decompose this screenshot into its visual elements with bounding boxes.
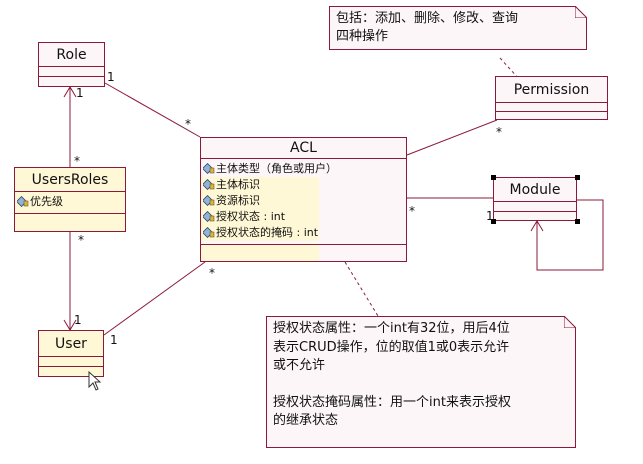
attribute-row: 授权状态的掩码 : int bbox=[201, 225, 319, 241]
arrowhead-role bbox=[63, 86, 77, 98]
multiplicity-label: 1 bbox=[76, 86, 84, 100]
assoc-acl-permission bbox=[406, 119, 498, 156]
note-line: 的继承状态 bbox=[273, 413, 339, 428]
attribute-icon bbox=[203, 179, 215, 190]
note-line: 包括：添加、删除、修改、查询 bbox=[336, 11, 519, 26]
class-permission[interactable]: Permission bbox=[495, 76, 608, 120]
note-link-acl bbox=[344, 261, 379, 317]
attribute-text: 主体标识 bbox=[216, 178, 260, 191]
selection-handle[interactable] bbox=[575, 219, 580, 224]
class-role-attributes bbox=[39, 67, 104, 77]
attribute-row: 优先级 bbox=[15, 194, 125, 210]
attribute-row: 授权状态 : int bbox=[201, 209, 319, 225]
class-role-name: Role bbox=[39, 43, 104, 67]
multiplicity-label: * bbox=[209, 266, 215, 280]
class-user[interactable]: User bbox=[38, 330, 104, 377]
assoc-role-acl bbox=[104, 82, 201, 138]
multiplicity-label: * bbox=[409, 204, 415, 218]
multiplicity-label: * bbox=[78, 233, 84, 247]
note-permission[interactable]: 包括：添加、删除、修改、查询 四种操作 bbox=[329, 5, 588, 50]
class-module-attributes bbox=[494, 202, 576, 212]
assoc-module-self bbox=[536, 199, 604, 271]
class-usersroles-operations bbox=[15, 214, 125, 231]
multiplicity-label: 1 bbox=[107, 70, 115, 84]
class-permission-attributes bbox=[496, 103, 607, 112]
class-role-operations bbox=[39, 77, 104, 86]
note-fold bbox=[574, 5, 588, 19]
note-acl[interactable]: 授权状态属性：一个int有32位，用后4位 表示CRUD操作，位的取值1或0表示… bbox=[266, 315, 577, 448]
class-permission-name: Permission bbox=[496, 77, 607, 103]
mouse-cursor-icon bbox=[88, 371, 102, 391]
note-line bbox=[273, 376, 569, 394]
class-module-operations bbox=[494, 212, 576, 220]
multiplicity-label: * bbox=[74, 154, 80, 168]
class-module-name: Module bbox=[494, 178, 576, 202]
note-line: 四种操作 bbox=[336, 29, 389, 44]
multiplicity-label: * bbox=[496, 125, 502, 139]
multiplicity-label: * bbox=[185, 117, 191, 131]
class-acl-name: ACL bbox=[201, 138, 406, 159]
selection-handle[interactable] bbox=[575, 175, 580, 180]
note-line: 授权状态属性：一个int有32位，用后4位 bbox=[273, 321, 510, 336]
attribute-row: 资源标识 bbox=[201, 193, 319, 209]
attribute-icon bbox=[203, 195, 215, 206]
class-module[interactable]: Module bbox=[493, 177, 577, 221]
note-fold bbox=[563, 315, 577, 329]
class-role[interactable]: Role bbox=[38, 42, 105, 87]
attribute-text: 资源标识 bbox=[216, 194, 260, 207]
attribute-icon bbox=[203, 211, 215, 222]
attribute-text: 优先级 bbox=[30, 195, 63, 208]
class-acl-operations bbox=[201, 245, 319, 261]
attribute-row: 主体类型（角色或用户） bbox=[201, 161, 406, 177]
class-acl-attributes: 主体类型（角色或用户） 主体标识 资源标识 授权状态 : int 授权状态的掩码… bbox=[201, 159, 406, 245]
class-usersroles-attributes: 优先级 bbox=[15, 192, 125, 214]
selection-handle[interactable] bbox=[491, 219, 496, 224]
attribute-icon bbox=[203, 163, 215, 174]
multiplicity-label: 1 bbox=[74, 313, 82, 327]
arrowhead-module bbox=[530, 220, 544, 232]
note-line: 表示CRUD操作，位的取值1或0表示允许 bbox=[273, 339, 510, 355]
attribute-text: 主体类型（角色或用户） bbox=[216, 162, 337, 175]
selection-handle[interactable] bbox=[491, 175, 496, 180]
attribute-icon bbox=[203, 227, 215, 238]
note-line: 或不允许 bbox=[273, 358, 326, 373]
attribute-icon bbox=[17, 196, 29, 207]
attribute-text: 授权状态 : int bbox=[216, 210, 286, 223]
attribute-row: 主体标识 bbox=[201, 177, 319, 193]
attribute-text: 授权状态的掩码 : int bbox=[216, 226, 319, 239]
class-permission-operations bbox=[496, 112, 607, 119]
class-user-attributes bbox=[39, 357, 103, 367]
class-user-name: User bbox=[39, 331, 103, 357]
multiplicity-label: 1 bbox=[110, 333, 118, 347]
class-usersroles[interactable]: UsersRoles 优先级 bbox=[14, 167, 126, 232]
class-usersroles-name: UsersRoles bbox=[15, 168, 125, 192]
assoc-user-acl bbox=[103, 261, 206, 336]
multiplicity-label: 1 bbox=[486, 209, 494, 223]
class-acl[interactable]: ACL 主体类型（角色或用户） 主体标识 资源标识 授权状态 : int 授权状… bbox=[200, 137, 407, 262]
note-line: 授权状态掩码属性：用一个int来表示授权 bbox=[273, 394, 511, 410]
